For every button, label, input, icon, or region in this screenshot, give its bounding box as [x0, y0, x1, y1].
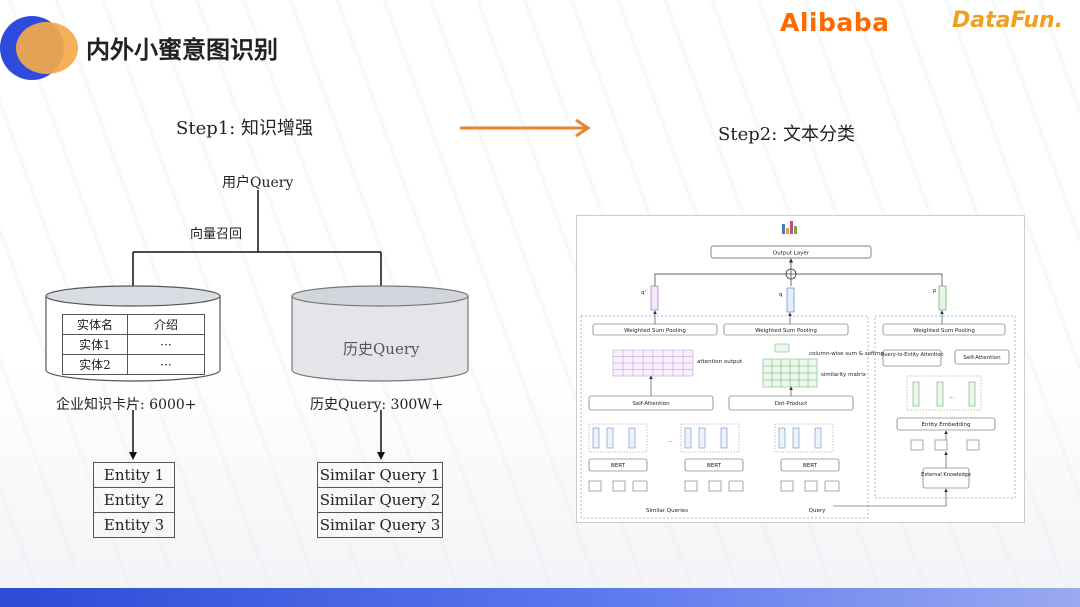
kb-cell: 实体1 — [62, 334, 128, 355]
wsp-label-2: Weighted Sum Pooling — [755, 328, 817, 334]
output-chart-icon — [782, 221, 797, 234]
step1-title: Step1: 知识增强 — [176, 118, 313, 139]
list-item: Similar Query 3 — [319, 516, 441, 534]
list-item: Entity 2 — [94, 488, 174, 513]
attention-output-label: attention output — [697, 359, 743, 365]
list-item: Entity 1 — [94, 463, 174, 488]
vector-recall-label: 向量召回 — [190, 227, 243, 242]
similarity-matrix-label: similarity matrix — [821, 372, 867, 378]
kb-header-name: 实体名 — [62, 314, 128, 335]
knowledge-encoder-group — [874, 315, 1016, 499]
user-query-label: 用户Query — [222, 175, 294, 191]
similarity-matrix-grid — [762, 343, 818, 388]
kb-table: 实体名 介绍 实体1 ··· 实体2 ··· — [62, 314, 205, 375]
word-tokens — [588, 480, 840, 492]
history-db-label: 历史Query — [343, 340, 420, 358]
p-vector — [938, 285, 947, 311]
q-label: q — [779, 292, 783, 298]
svg-text:...: ... — [949, 394, 954, 400]
entity-vectors — [912, 381, 976, 407]
bert-label-1: BERT — [611, 463, 626, 469]
self-attention-label-2: Self-Attention — [963, 355, 1001, 361]
bottom-bar — [0, 588, 1080, 607]
output-layer-box — [710, 245, 872, 259]
query-fig-label: Query — [809, 508, 826, 514]
list-item: Similar Query 1 — [318, 463, 442, 488]
bert-label-3: BERT — [803, 463, 818, 469]
architecture-diagram: Output Layer q' q p Weighted Sum Pooling… — [580, 221, 1016, 519]
history-caption: 历史Query: 300W+ — [310, 397, 444, 413]
attention-output-grid — [612, 349, 694, 377]
self-attention-label: Self-Attention — [632, 401, 670, 407]
list-item: Entity 3 — [103, 516, 165, 534]
external-knowledge-label: External Knowledge — [921, 472, 971, 478]
table-row: 实体1 ··· — [62, 334, 205, 355]
colwise-label: column-wise sum & softmax — [809, 351, 888, 357]
token-vectors-left — [592, 427, 822, 449]
alibaba-logo: Alibaba — [780, 8, 890, 37]
step2-title: Step2: 文本分类 — [718, 124, 855, 145]
q-prime-label: q' — [641, 290, 646, 296]
history-database-icon — [291, 285, 469, 382]
step-arrow-icon — [460, 118, 591, 138]
query-encoder-group — [580, 315, 869, 519]
kb-header-intro: 介绍 — [127, 314, 205, 335]
wsp-label-3: Weighted Sum Pooling — [913, 328, 975, 334]
datafun-logo: DataFun. — [952, 8, 1064, 33]
similar-queries-fig-label: Similar Queries — [646, 508, 688, 514]
entity-embedding-label: Entity Embedding — [921, 422, 970, 428]
bert-label-2: BERT — [707, 463, 722, 469]
table-row: 实体2 ··· — [62, 354, 205, 375]
kb-cell: ··· — [127, 354, 205, 375]
output-layer-label: Output Layer — [773, 251, 810, 257]
wsp-label-1: Weighted Sum Pooling — [624, 328, 686, 334]
architecture-figure: Output Layer q' q p Weighted Sum Pooling… — [576, 215, 1025, 523]
entity-list: Entity 1 Entity 2 Entity 3 — [93, 462, 175, 538]
q-vector — [786, 287, 795, 313]
svg-text:...: ... — [667, 438, 672, 444]
decor-circle-orange — [16, 22, 78, 74]
p-label: p — [933, 288, 937, 294]
kb-table-header: 实体名 介绍 — [62, 314, 205, 335]
page-title: 内外小蜜意图识别 — [86, 36, 278, 64]
q-prime-vector — [650, 285, 659, 311]
kb-caption: 企业知识卡片: 6000+ — [56, 397, 197, 413]
kb-cell: 实体2 — [62, 354, 128, 375]
q2e-attention-label: Query-to-Entity Attention — [880, 352, 943, 358]
dot-product-label: Dot-Product — [775, 401, 808, 407]
kb-cell: ··· — [127, 334, 205, 355]
similar-query-list: Similar Query 1 Similar Query 2 Similar … — [317, 462, 443, 538]
list-item: Similar Query 2 — [318, 488, 442, 513]
